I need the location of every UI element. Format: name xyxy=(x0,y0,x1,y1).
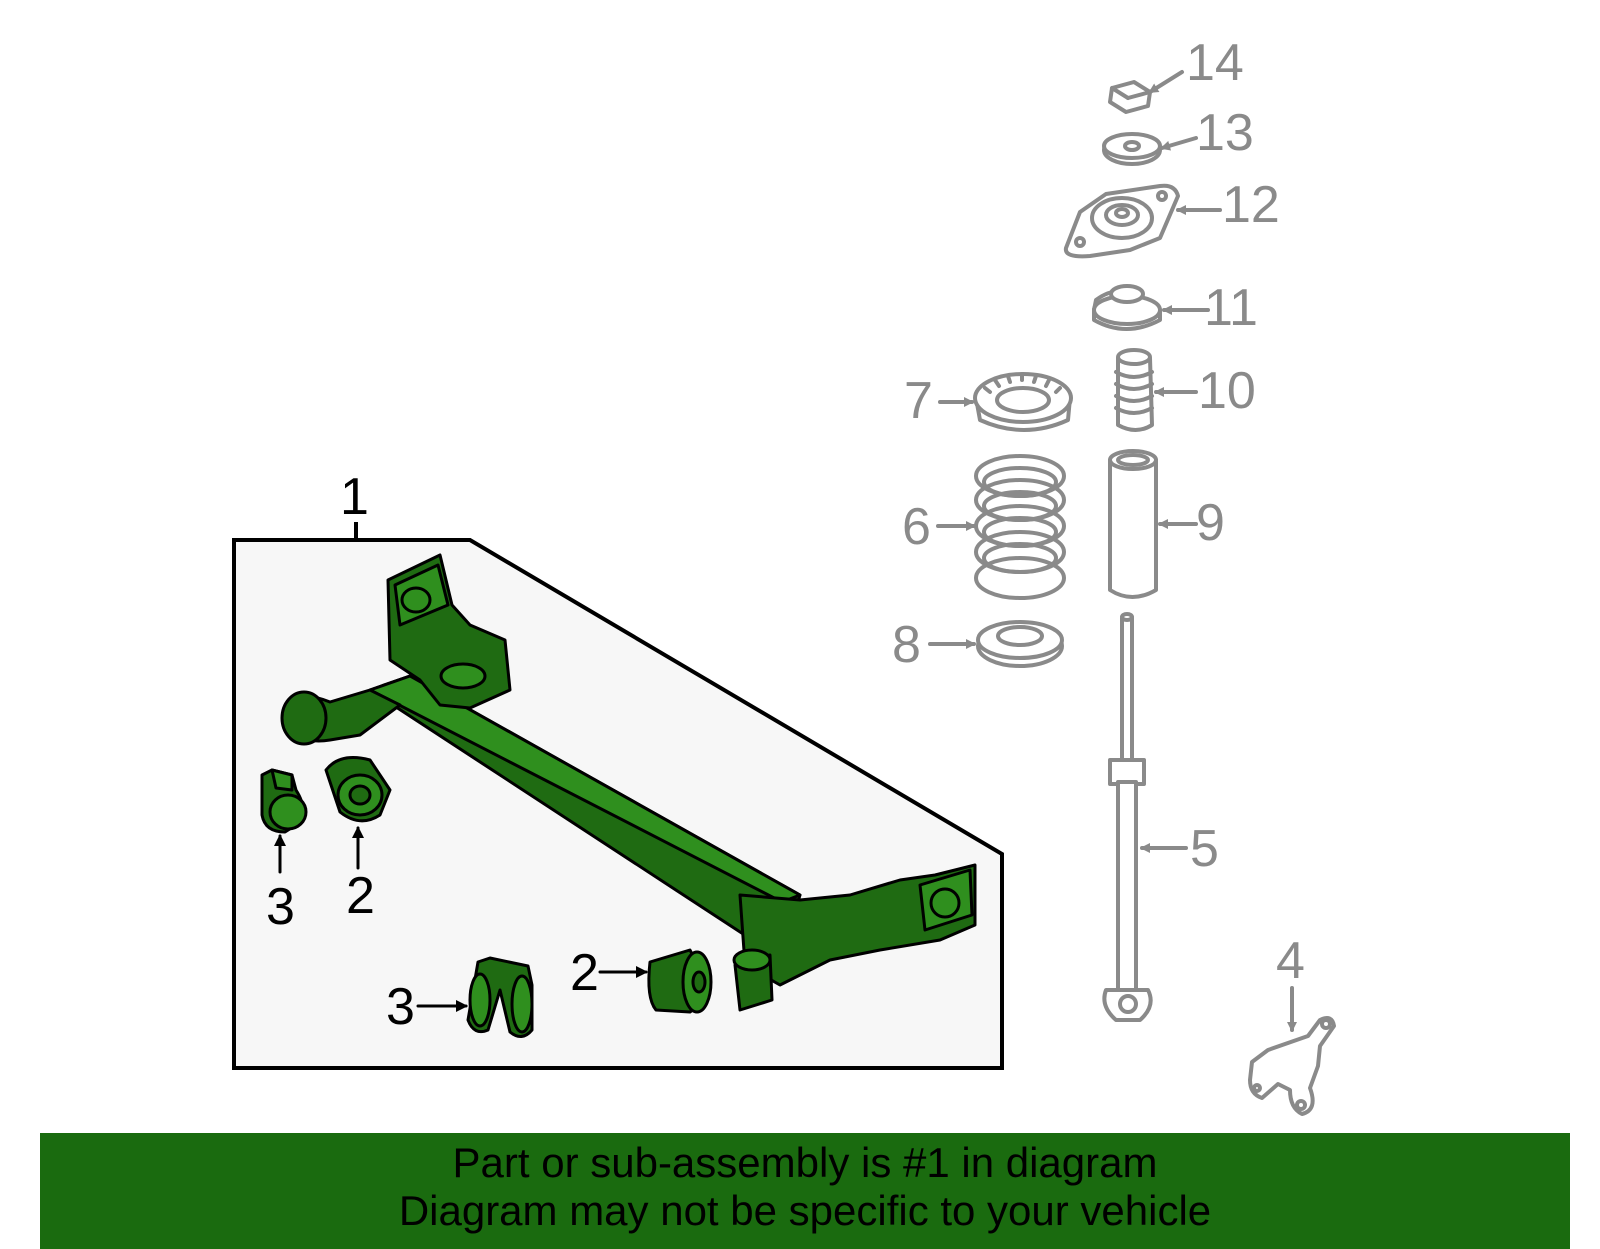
shock-bracket-4[interactable] xyxy=(1248,1016,1336,1116)
callout-7: 7 xyxy=(904,372,933,430)
footer-line-2: Diagram may not be specific to your vehi… xyxy=(398,1187,1212,1234)
callout-11: 11 xyxy=(1204,279,1258,337)
coil-spring-6[interactable] xyxy=(974,454,1066,600)
callout-2a: 2 xyxy=(346,867,375,925)
callout-8: 8 xyxy=(892,616,921,674)
dust-boot-9[interactable] xyxy=(1108,449,1158,599)
bump-stop-10[interactable] xyxy=(1114,348,1154,432)
callout-13-leader xyxy=(1160,136,1198,151)
shock-absorber-5[interactable] xyxy=(1102,612,1153,1022)
callout-12: 12 xyxy=(1222,176,1280,234)
callout-4: 4 xyxy=(1276,932,1305,990)
rear-axle-beam[interactable] xyxy=(280,553,977,1012)
bracket-3-left[interactable] xyxy=(260,768,308,834)
washer-13[interactable] xyxy=(1102,132,1162,166)
callout-5: 5 xyxy=(1190,820,1219,878)
callout-1: 1 xyxy=(340,468,369,526)
callout-6: 6 xyxy=(902,498,931,556)
bushing-2-left[interactable] xyxy=(324,756,392,823)
spring-seat-8[interactable] xyxy=(976,620,1064,668)
upper-mount-12[interactable] xyxy=(1063,183,1180,259)
bump-cup-11[interactable] xyxy=(1092,284,1162,331)
bracket-3-lower[interactable] xyxy=(466,956,534,1038)
callout-14-leader xyxy=(1148,70,1184,94)
callout-3b: 3 xyxy=(386,978,415,1036)
nut-14[interactable] xyxy=(1108,80,1152,114)
callout-3a: 3 xyxy=(266,878,295,936)
callout-13: 13 xyxy=(1196,104,1254,162)
callout-2b: 2 xyxy=(570,944,599,1002)
footer-banner: Part or sub-assembly is #1 in diagram Di… xyxy=(40,1133,1570,1249)
spring-seat-7[interactable] xyxy=(973,372,1073,432)
footer-line-1: Part or sub-assembly is #1 in diagram xyxy=(452,1139,1158,1186)
callout-9: 9 xyxy=(1196,494,1225,552)
callout-14: 14 xyxy=(1186,34,1244,92)
bushing-2-lower[interactable] xyxy=(647,948,713,1014)
callout-10: 10 xyxy=(1198,362,1256,420)
